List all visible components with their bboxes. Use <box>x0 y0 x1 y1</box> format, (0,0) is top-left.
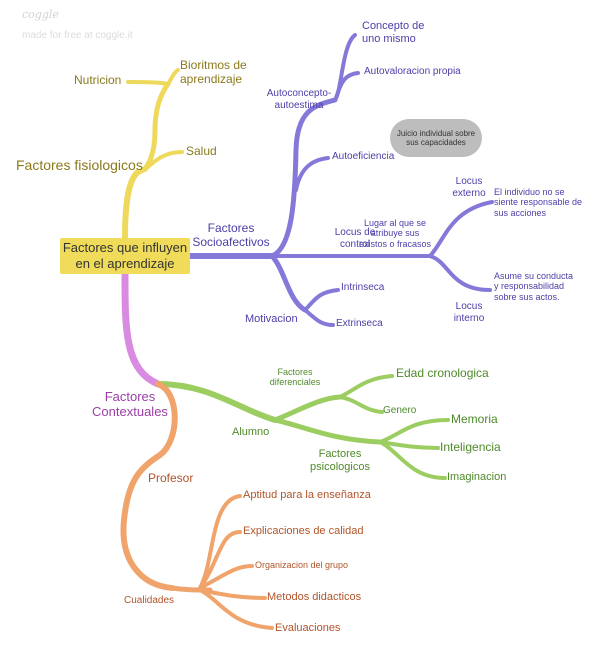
node-motivacion[interactable]: Motivacion <box>245 313 298 325</box>
edge-cual-aptitud <box>198 494 242 590</box>
node-lugar-atribucion[interactable]: Lugar al que se atribuye sus existos o f… <box>358 218 432 249</box>
edge-socio-autoeficiencia <box>294 156 330 192</box>
edge-cual-explicaciones <box>198 530 242 590</box>
node-bioritmos[interactable]: Bioritmos de aprendizaje <box>180 58 247 86</box>
edge-cual-metodos <box>198 588 267 600</box>
edge-dif-edad <box>338 374 394 399</box>
note-juicio-individual[interactable]: Juicio individual sobre sus capacidades <box>390 119 482 157</box>
node-factores-fisiologicos[interactable]: Factores fisiologicos <box>16 157 143 173</box>
node-factores-psicologicos[interactable]: Factores psicologicos <box>310 448 370 473</box>
node-interno-desc[interactable]: Asume su conducta y responsabilidad sobr… <box>494 271 574 302</box>
node-intrinseca[interactable]: Intrinseca <box>341 282 385 293</box>
node-autoconcepto[interactable]: Autoconcepto-autoestima <box>266 88 332 111</box>
node-organizacion[interactable]: Organizacion del grupo <box>255 560 349 570</box>
edge-socio-autoconcepto <box>269 97 338 259</box>
edge-root-contextuales <box>121 270 162 388</box>
node-evaluaciones[interactable]: Evaluaciones <box>275 622 341 634</box>
edge-fisio-nutricion <box>126 80 170 86</box>
root-node[interactable]: Factores que influyen en el aprendizaje <box>60 238 190 274</box>
node-memoria[interactable]: Memoria <box>451 412 498 426</box>
node-extrinseca[interactable]: Extrinseca <box>336 318 383 329</box>
node-nutricion[interactable]: Nutricion <box>74 73 122 87</box>
edge-psico-imaginacion <box>378 440 447 480</box>
edge-socio-motivacion <box>269 253 308 313</box>
edge-contextuales-alumno <box>155 381 278 423</box>
edge-alumno-psicologicos <box>272 417 383 445</box>
edge-cual-evaluaciones <box>198 588 274 630</box>
watermark-text: made for free at coggle.it <box>22 30 133 41</box>
node-explicaciones[interactable]: Explicaciones de calidad <box>243 525 364 537</box>
edge-cual-organizacion <box>198 564 254 590</box>
edge-fisio-bioritmos <box>166 68 180 86</box>
edge-autoconcepto-autovaloracion <box>333 71 360 102</box>
node-concepto-uno-mismo[interactable]: Concepto de uno mismo <box>362 20 425 45</box>
node-locus-control[interactable]: Locus de control <box>334 227 376 250</box>
edge-dif-genero <box>338 395 384 414</box>
node-profesor[interactable]: Profesor <box>148 471 194 485</box>
node-metodos[interactable]: Metodos didacticos <box>267 591 362 603</box>
node-autoeficiencia[interactable]: Autoeficiencia <box>332 151 395 162</box>
edge-psico-memoria <box>378 418 450 444</box>
node-inteligencia[interactable]: Inteligencia <box>440 440 501 454</box>
node-factores-diferenciales[interactable]: Factores diferenciales <box>269 367 321 388</box>
edge-locus-interno <box>428 254 492 292</box>
node-cualidades[interactable]: Cualidades <box>124 595 175 606</box>
node-locus-interno[interactable]: Locus interno <box>453 301 485 324</box>
node-alumno[interactable]: Alumno <box>232 426 270 438</box>
coggle-logo: coggle <box>22 8 59 21</box>
node-autovaloracion[interactable]: Autovaloracion propia <box>364 66 461 77</box>
edge-motivacion-extrinseca <box>303 308 335 327</box>
node-edad-cronologica[interactable]: Edad cronologica <box>396 366 489 380</box>
node-externo-desc[interactable]: El individuo no se siente responsable de… <box>494 187 583 218</box>
node-genero[interactable]: Genero <box>383 405 417 416</box>
edge-root-fisiologicos <box>122 169 141 241</box>
node-locus-externo[interactable]: Locus externo <box>452 176 486 199</box>
node-aptitud[interactable]: Aptitud para la enseñanza <box>243 489 371 501</box>
node-factores-socioafectivos[interactable]: Factores Socioafectivos <box>192 221 270 249</box>
node-salud[interactable]: Salud <box>186 144 217 158</box>
edge-motivacion-intrinseca <box>303 288 340 312</box>
node-imaginacion[interactable]: Imaginacion <box>447 471 507 483</box>
node-factores-contextuales[interactable]: Factores Contextuales <box>92 389 168 419</box>
edge-alumno-diferenciales <box>272 394 343 423</box>
edge-fisio-salud <box>143 150 184 172</box>
edge-locus-externo <box>428 200 494 258</box>
edge-contextuales-profesor <box>120 381 178 591</box>
